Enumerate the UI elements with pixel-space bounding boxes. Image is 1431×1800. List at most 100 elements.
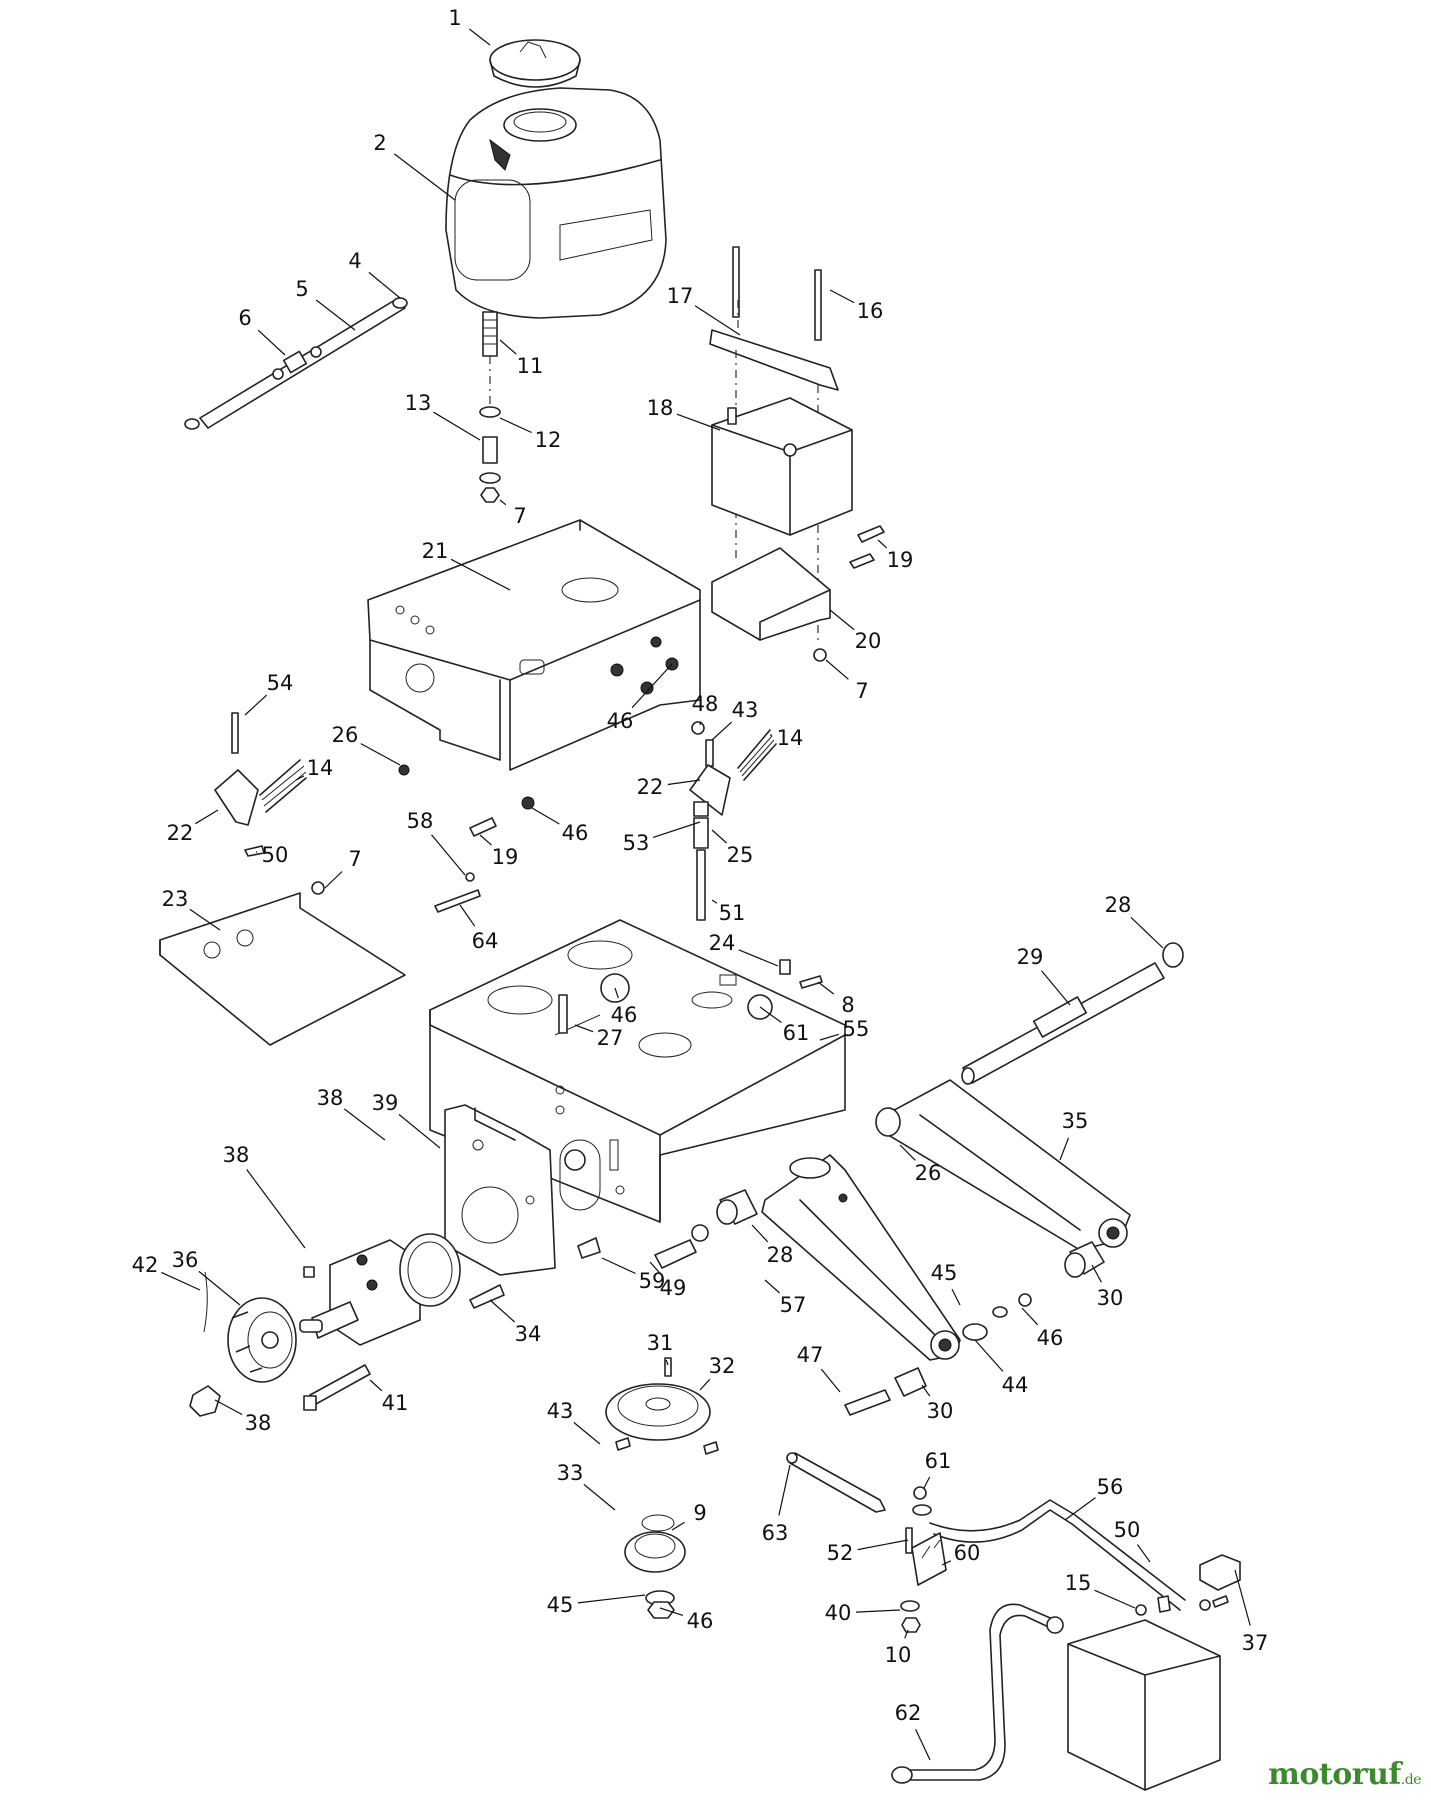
side-plate [159, 845, 406, 1046]
part-number-label: 31 [647, 1331, 674, 1355]
part-number-label: 9 [693, 1501, 706, 1525]
leader-line-55 [819, 1033, 839, 1041]
part-number-label: 28 [767, 1243, 794, 1267]
leader-line-11 [499, 339, 517, 355]
leader-line-29 [1041, 970, 1071, 1006]
leader-line-17 [694, 305, 741, 336]
bushing-30-right [1064, 1241, 1105, 1278]
leader-line-46 [531, 807, 560, 825]
part-number-label: 46 [1037, 1326, 1064, 1350]
leader-line-38 [214, 1399, 243, 1416]
leader-line-10 [904, 1629, 909, 1639]
part-number-label: 46 [687, 1609, 714, 1633]
swing-arm-right [875, 1079, 1131, 1251]
leader-line-53 [652, 821, 701, 838]
leader-line-19 [877, 539, 888, 549]
watermark-brand: motoruf [1268, 1757, 1401, 1792]
leader-line-60 [941, 1560, 952, 1566]
part-number-label: 43 [732, 698, 759, 722]
leader-line-42 [161, 1271, 201, 1291]
leader-line-46 [614, 987, 619, 999]
part-number-label: 21 [422, 539, 449, 563]
part-number-label: 19 [492, 845, 519, 869]
part-number-label: 52 [827, 1541, 854, 1565]
part-number-label: 8 [841, 993, 854, 1017]
leader-line-7 [499, 499, 507, 506]
leader-line-30 [1091, 1264, 1102, 1283]
part-number-label: 28 [1105, 893, 1132, 917]
leader-line-18 [676, 413, 721, 431]
lever-spring-left [214, 712, 307, 826]
part-number-label: 61 [783, 1021, 810, 1045]
leader-line-23 [189, 908, 221, 931]
part-number-label: 41 [382, 1391, 409, 1415]
leader-line-25 [711, 829, 727, 844]
part-number-label: 44 [1002, 1373, 1029, 1397]
watermark: motoruf.de [1268, 1757, 1421, 1792]
battery-upper [711, 397, 853, 536]
leader-line-39 [398, 1113, 441, 1149]
leader-line-40 [855, 1609, 901, 1613]
leader-line-38 [343, 1108, 386, 1141]
leader-line-41 [369, 1379, 383, 1392]
leader-line-28 [751, 1224, 769, 1243]
leader-line-46 [659, 1607, 684, 1616]
rod-63 [786, 1452, 886, 1513]
leader-line-33 [583, 1483, 616, 1511]
part-number-label: 61 [925, 1449, 952, 1473]
leader-line-24 [738, 949, 779, 967]
leader-line-22 [667, 779, 701, 786]
fuel-tank [445, 87, 667, 319]
leader-line-50 [1137, 1544, 1151, 1563]
leader-line-37 [1234, 1569, 1251, 1626]
leader-line-58 [431, 834, 466, 876]
leader-line-15 [1094, 1589, 1136, 1609]
leader-line-7 [324, 871, 343, 889]
part-number-label: 56 [1097, 1475, 1124, 1499]
leader-line-43 [573, 1422, 601, 1445]
leader-line-14 [295, 775, 305, 781]
part-number-label: 7 [855, 679, 868, 703]
part-number-label: 2 [373, 131, 386, 155]
part-number-label: 47 [797, 1343, 824, 1367]
part-number-label: 54 [267, 671, 294, 695]
stud-stack-center [479, 311, 501, 503]
part-number-label: 22 [637, 775, 664, 799]
part-number-label: 37 [1242, 1631, 1269, 1655]
battery-cable-62 [891, 1603, 1064, 1784]
leader-line-44 [974, 1339, 1004, 1372]
shift-rod-56 [929, 1499, 1229, 1611]
leader-line-56 [1064, 1497, 1096, 1521]
part-number-label: 58 [407, 809, 434, 833]
leader-line-30 [921, 1384, 931, 1397]
leader-line-61 [759, 1006, 782, 1023]
part-number-label: 25 [727, 843, 754, 867]
leader-line-5 [315, 299, 356, 331]
part-number-label: 1 [448, 6, 461, 30]
leader-line-7 [825, 659, 849, 680]
part-number-label: 39 [372, 1091, 399, 1115]
part-number-label: 26 [332, 723, 359, 747]
leader-line-31 [665, 1359, 669, 1366]
leader-line-6 [257, 329, 286, 356]
part-number-label: 38 [223, 1143, 250, 1167]
part-number-label: 32 [709, 1354, 736, 1378]
swing-arm-left [761, 1154, 961, 1361]
part-number-label: 13 [405, 391, 432, 415]
leader-line-61 [923, 1476, 931, 1489]
bolt-41 [303, 1364, 371, 1411]
leader-line-62 [915, 1729, 931, 1761]
leader-line-48 [699, 721, 702, 726]
part-number-label: 49 [660, 1276, 687, 1300]
part-number-label: 14 [307, 756, 334, 780]
leader-line-19 [479, 834, 492, 846]
part-number-label: 63 [762, 1521, 789, 1545]
part-number-label: 23 [162, 887, 189, 911]
part-number-label: 38 [245, 1411, 272, 1435]
fuel-cap [489, 39, 581, 88]
part-number-label: 57 [780, 1293, 807, 1317]
leader-line-59 [601, 1257, 636, 1275]
leader-line-21 [450, 558, 511, 591]
leader-line-1 [468, 28, 491, 46]
